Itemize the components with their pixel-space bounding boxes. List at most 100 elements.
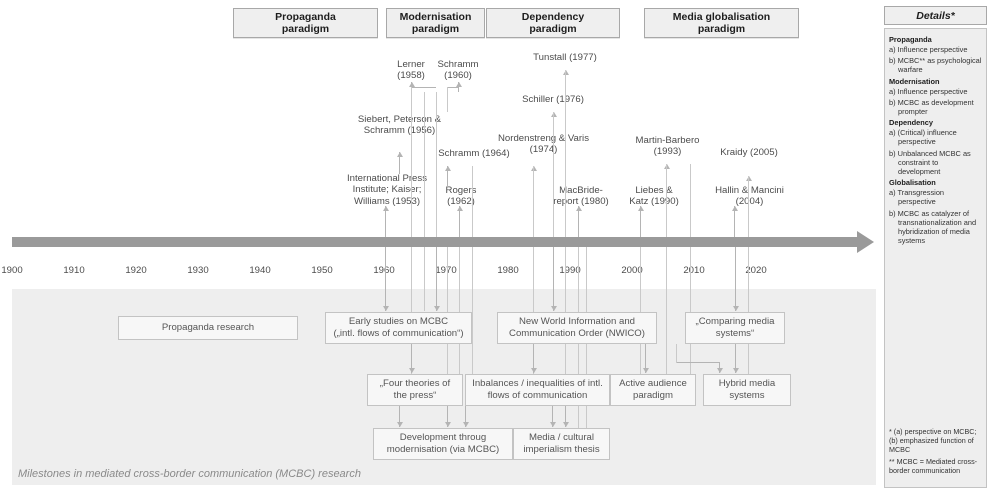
axis-tick-1920: 1920 bbox=[125, 265, 147, 276]
citation-label-hallinmancini: Hallin & Mancini (2004) bbox=[715, 185, 784, 208]
citation-label-martinbarbero: Martin-Barbero (1993) bbox=[635, 135, 700, 158]
arrow-comparing-to-hybrid bbox=[732, 344, 739, 373]
axis-tick-2010: 2010 bbox=[683, 265, 705, 276]
citation-label-tunstall: Tunstall (1977) bbox=[533, 52, 597, 63]
arrow-four-theories-to-development bbox=[396, 406, 403, 427]
arrow-early-studies-to-four-theories bbox=[408, 344, 415, 373]
arrow-from-axis-1980 bbox=[575, 206, 582, 238]
guide-down-690 bbox=[690, 247, 691, 374]
guide-2005 bbox=[748, 176, 749, 238]
bracket-segment-right bbox=[447, 87, 459, 88]
arrow-from-axis-1990 bbox=[637, 206, 644, 238]
guide-1956 bbox=[411, 112, 412, 238]
details-item: b) MCBC** as psychological warfare bbox=[889, 56, 982, 75]
arrow-axis-to-early-studies-b bbox=[433, 247, 440, 311]
arrow-from-axis-1953 bbox=[382, 206, 389, 238]
axis-tick-1940: 1940 bbox=[249, 265, 271, 276]
guide-down-459 bbox=[459, 247, 460, 374]
arrow-axis-to-nwico bbox=[550, 247, 557, 311]
milestone-box-four-theories: „Four theories of the press“ bbox=[367, 374, 463, 406]
citation-label-nordenstreng: Nordenstreng & Varis (1974) bbox=[497, 133, 589, 156]
arrow-guide-to-development-c bbox=[462, 406, 469, 427]
guide-down-640 bbox=[640, 247, 641, 374]
milestone-box-development: Development throug modernisation (via MC… bbox=[373, 428, 513, 460]
arrow-guide-to-development-b bbox=[444, 406, 451, 427]
guide-down-411 bbox=[411, 247, 412, 374]
guide-down-533 bbox=[533, 247, 534, 374]
axis-tick-1930: 1930 bbox=[187, 265, 209, 276]
citation-label-schramm1960: Schramm (1960) bbox=[437, 59, 479, 82]
milestone-box-propaganda-research: Propaganda research bbox=[118, 316, 298, 340]
arrow-to-siebert bbox=[396, 152, 403, 174]
details-item: b) MCBC as catalyzer of transnationaliza… bbox=[889, 208, 977, 246]
citation-label-siebert: Siebert, Peterson & Schramm (1956) bbox=[357, 114, 442, 137]
bracket-active-to-hybrid bbox=[676, 362, 719, 363]
arrow-bracket-to-hybrid bbox=[716, 362, 723, 373]
details-heading: Globalisation bbox=[889, 178, 936, 188]
details-item: a) Influence perspective bbox=[889, 45, 968, 54]
bracket-segment bbox=[411, 87, 436, 88]
arrow-from-axis-2004 bbox=[731, 206, 738, 238]
details-heading: Propaganda bbox=[889, 35, 932, 44]
guide-down-565 bbox=[565, 247, 566, 374]
guide-1990 bbox=[666, 164, 667, 238]
citation-label-lerner: Lerner (1958) bbox=[397, 59, 425, 82]
milestone-box-comparing-media: „Comparing media systems“ bbox=[685, 312, 785, 344]
citation-label-kraidy: Kraidy (2005) bbox=[720, 147, 778, 158]
guide-down-666 bbox=[666, 247, 667, 374]
paradigm-box: Dependency paradigm bbox=[486, 8, 620, 38]
axis-tick-1910: 1910 bbox=[63, 265, 85, 276]
paradigm-box: Propaganda paradigm bbox=[233, 8, 378, 38]
bracket-drop-left bbox=[411, 87, 412, 112]
axis-tick-1950: 1950 bbox=[311, 265, 333, 276]
guide-1993 bbox=[690, 164, 691, 238]
guide-1977 bbox=[565, 70, 566, 238]
citation-label-intlpress: International Press Institute; Kaiser; W… bbox=[347, 173, 427, 207]
details-panel-title: Details* bbox=[884, 6, 987, 25]
bracket-drop-right bbox=[447, 87, 448, 112]
guide-1958 bbox=[424, 92, 425, 238]
citation-label-schramm1964: Schramm (1964) bbox=[438, 148, 510, 159]
guide-down-424 bbox=[424, 247, 425, 311]
citation-label-liebeskatz: Liebes & Katz (1990) bbox=[629, 185, 679, 208]
timeline-arrowhead bbox=[857, 231, 874, 253]
details-footnotes: * (a) perspective on MCBC; (b) emphasize… bbox=[889, 427, 977, 455]
timeline-axis bbox=[12, 237, 859, 247]
milestone-box-active-audience: Active audience paradigm bbox=[610, 374, 696, 406]
guide-down-748 bbox=[748, 247, 749, 374]
guide-1964 bbox=[472, 166, 473, 238]
details-heading: Modernisation bbox=[889, 76, 940, 86]
arrow-nwico-to-imbalances bbox=[530, 344, 537, 373]
milestone-box-media-imperialism: Media / cultural imperialism thesis bbox=[513, 428, 610, 460]
guide-down-472 bbox=[472, 247, 473, 374]
arrow-from-axis-1962 bbox=[456, 206, 463, 238]
milestone-box-hybrid-media: Hybrid media systems bbox=[703, 374, 791, 406]
arrow-nwico-to-active-audience bbox=[642, 344, 649, 373]
axis-tick-1970: 1970 bbox=[435, 265, 457, 276]
details-item: b) MCBC as development prompter bbox=[889, 97, 974, 117]
details-item: a) (Critical) influence perspective bbox=[889, 128, 957, 147]
axis-tick-2000: 2000 bbox=[621, 265, 643, 276]
axis-tick-1960: 1960 bbox=[373, 265, 395, 276]
axis-tick-1900: 1900 bbox=[1, 265, 23, 276]
arrow-axis-to-comparing-media bbox=[732, 247, 739, 311]
arrow-to-schramm-1964 bbox=[444, 166, 451, 188]
details-item: b) Unbalanced MCBC as constraint to deve… bbox=[889, 148, 971, 177]
details-item: a) Transgression perspective bbox=[889, 188, 945, 207]
details-footnotes-2: ** MCBC = Mediated cross-border communic… bbox=[889, 457, 978, 476]
axis-tick-1980: 1980 bbox=[497, 265, 519, 276]
axis-tick-2020: 2020 bbox=[745, 265, 767, 276]
paradigm-box: Modernisation paradigm bbox=[386, 8, 485, 38]
details-heading: Dependency bbox=[889, 118, 933, 128]
guide-1976 bbox=[553, 112, 554, 238]
milestone-box-nwico: New World Information and Communication … bbox=[497, 312, 657, 344]
arrow-axis-to-early-studies bbox=[382, 247, 389, 311]
figure-caption: Milestones in mediated cross-border comm… bbox=[18, 468, 361, 480]
axis-tick-1990: 1990 bbox=[559, 265, 581, 276]
bracket-active-riser bbox=[676, 344, 677, 363]
details-item: a) Influence perspective bbox=[889, 86, 968, 96]
citation-label-rogers: Rogers (1962) bbox=[445, 185, 477, 208]
guide-1974 bbox=[533, 166, 534, 238]
